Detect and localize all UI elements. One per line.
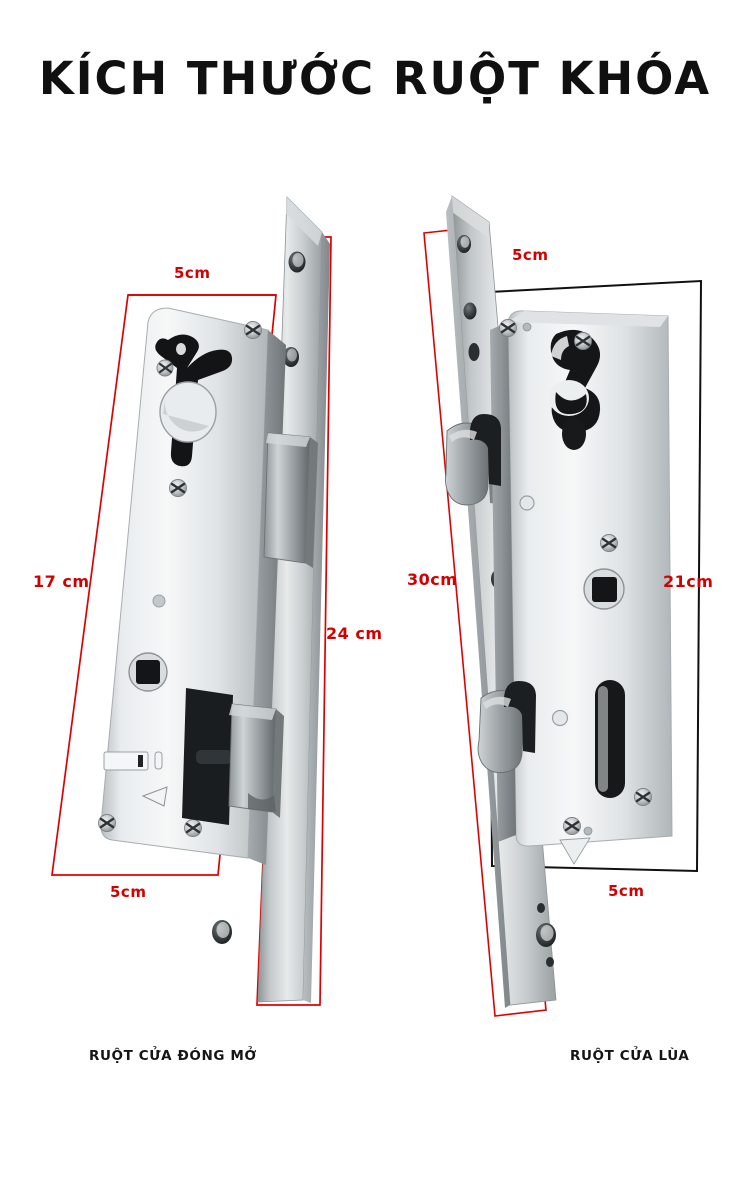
cylinder-recess-shadow-left: [163, 398, 209, 432]
dimension-label-right-top-5cm: 5cm: [512, 246, 549, 264]
body-pin-hole-right: [519, 495, 535, 511]
faceplate-hole-1-inner-right: [460, 236, 470, 248]
screw-top-left-right: [499, 319, 517, 337]
dimension-label-left-24cm: 24 cm: [326, 624, 383, 643]
faceplate-hole-bottom-inner-left: [216, 922, 230, 938]
lock-body-right: [490, 310, 673, 865]
page-title: KÍCH THƯỚC RUỘT KHÓA: [38, 52, 712, 105]
caption-swing-door-lock: RUỘT CỬA ĐÓNG MỞ: [89, 1048, 257, 1064]
faceplate-pin-bottom-right: [546, 957, 554, 967]
spindle-hole-left: [128, 652, 168, 692]
screw-top-right-right: [574, 332, 592, 350]
body-dot2-right: [583, 826, 593, 836]
screw-upper-left-left: [156, 359, 174, 377]
cam-pivot-left: [176, 343, 186, 355]
screw-bottom-right-right: [634, 788, 652, 806]
dimension-label-left-bottom-5cm: 5cm: [110, 883, 147, 901]
diagram-swing-door-lock: [51, 196, 332, 1006]
spindle-hole-right: [583, 568, 625, 610]
dimension-label-right-21cm: 21cm: [663, 572, 714, 591]
body-oval-hole-right: [562, 418, 586, 450]
faceplate-hole-mid-inner-left: [287, 348, 297, 362]
faceplate-hole-2-right: [463, 302, 477, 320]
faceplate-hole-bottom-inner-right: [540, 925, 554, 941]
dimension-label-left-17cm: 17 cm: [33, 572, 90, 591]
faceplate-hole-top-inner-left: [292, 253, 304, 267]
body-dot-right: [522, 322, 532, 332]
screw-bottom-right-left: [184, 819, 202, 837]
body-pin-hole-left: [152, 594, 166, 608]
faceplate-pin-top-right: [537, 903, 545, 913]
faceplate-bevel-left: [286, 197, 322, 246]
latch-bolt-upper-left: [263, 432, 318, 568]
faceplate-right-edge-left: [303, 232, 330, 1003]
arrow-marker-left: [141, 786, 168, 807]
diagram-sliding-door-lock: [423, 195, 703, 1017]
deadbolt-block-left: [182, 688, 233, 825]
body-tail-right: [559, 837, 591, 865]
faceplate-bevel-right: [452, 196, 489, 238]
euro-cylinder-cutout-right: [549, 329, 601, 433]
deadbolt-stub-left: [196, 750, 232, 764]
screw-mid-right-right: [600, 534, 618, 552]
faceplate-left-edge-right: [446, 196, 510, 1008]
screw-bottom-left-left: [98, 814, 116, 832]
caption-sliding-door-lock: RUỘT CỬA LÙA: [570, 1048, 690, 1064]
cylinder-recess-left: [159, 381, 217, 443]
body-window-left: [103, 751, 163, 771]
screw-bottom-left-right: [563, 817, 581, 835]
lock-body-top-edge-right: [508, 311, 668, 327]
dimension-label-right-bottom-5cm: 5cm: [608, 882, 645, 900]
hook-bolt-lower-right: [477, 681, 536, 774]
body-long-slot-right: [595, 680, 625, 798]
body-round-hole-right: [551, 709, 569, 727]
faceplate-hole-3-right: [468, 343, 480, 361]
latch-bolt-lower-left: [228, 703, 284, 818]
screw-top-right-left: [244, 321, 262, 339]
dimension-label-left-top-5cm: 5cm: [174, 264, 211, 282]
body-screws-right: [499, 319, 652, 836]
screw-middle-left: [169, 479, 187, 497]
body-screws-left: [98, 321, 262, 837]
dimension-label-right-30cm: 30cm: [407, 570, 458, 589]
hook-bolt-upper-right: [445, 414, 501, 506]
